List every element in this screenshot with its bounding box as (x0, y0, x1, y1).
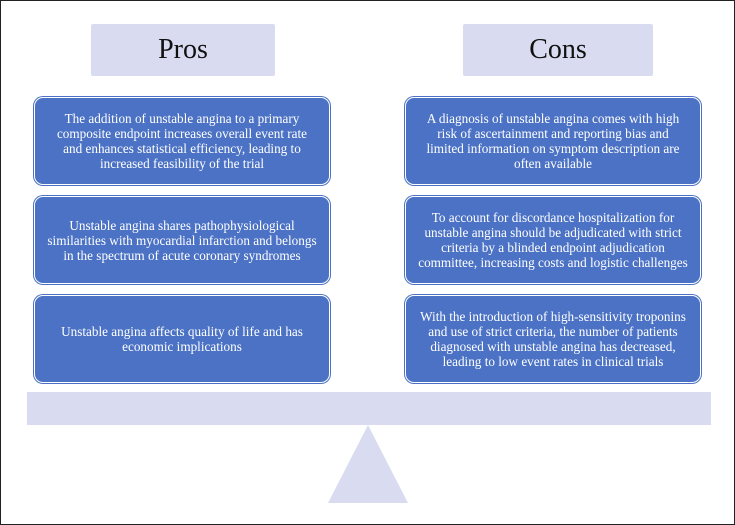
con-text-2: To account for discordance hospitalizati… (418, 210, 688, 270)
fulcrum-triangle (328, 425, 408, 503)
pros-header: Pros (91, 24, 275, 76)
cons-header: Cons (463, 24, 653, 76)
pro-card-2: Unstable angina shares pathophysiologica… (34, 196, 330, 284)
cons-title: Cons (529, 34, 587, 65)
con-card-3: With the introduction of high-sensitivit… (405, 295, 701, 383)
con-card-2: To account for discordance hospitalizati… (405, 196, 701, 284)
con-text-3: With the introduction of high-sensitivit… (420, 309, 686, 369)
con-text-1: A diagnosis of unstable angina comes wit… (426, 111, 680, 171)
pro-card-1: The addition of unstable angina to a pri… (34, 97, 330, 185)
scale-fulcrum-icon (328, 425, 408, 503)
con-card-1: A diagnosis of unstable angina comes wit… (405, 97, 701, 185)
scale-beam (27, 392, 711, 425)
pro-card-3: Unstable angina affects quality of life … (34, 295, 330, 383)
pro-text-3: Unstable angina affects quality of life … (61, 324, 303, 354)
pro-text-1: The addition of unstable angina to a pri… (56, 111, 308, 171)
pros-title: Pros (158, 34, 208, 65)
pro-text-2: Unstable angina shares pathophysiologica… (47, 217, 317, 263)
